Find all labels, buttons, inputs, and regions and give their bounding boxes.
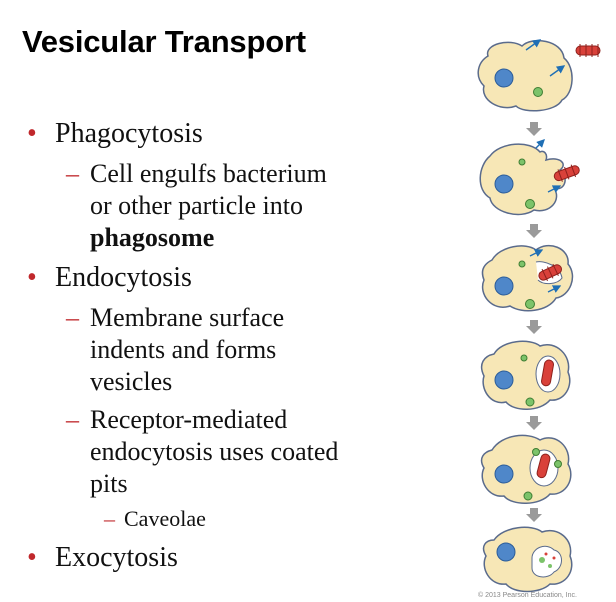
sub-bullet-line: Membrane surface bbox=[90, 303, 285, 332]
sub-bullet-line: pits bbox=[90, 469, 128, 498]
bacterium-icon bbox=[553, 164, 580, 182]
nucleus-icon bbox=[494, 370, 514, 390]
sub-sub-bullet-caveolae: –Caveolae bbox=[104, 505, 206, 533]
sub-bullet-line: or other particle into bbox=[90, 191, 303, 220]
down-arrow-icon bbox=[526, 122, 542, 136]
vesicle-icon bbox=[518, 158, 526, 166]
dash-icon: – bbox=[66, 405, 79, 434]
sub-bullet-line: vesicles bbox=[90, 367, 173, 396]
bullet-label: Exocytosis bbox=[55, 542, 178, 573]
vesicle-icon bbox=[525, 199, 535, 209]
sub-bullet-receptor: – Receptor-mediated bbox=[66, 404, 287, 436]
cell-stage-4 bbox=[480, 340, 571, 410]
vesicle-icon bbox=[525, 397, 535, 407]
bullet-dot-icon: • bbox=[27, 262, 37, 293]
sub-bullet-line: Receptor-mediated bbox=[90, 405, 288, 434]
bullet-label: Phagocytosis bbox=[55, 118, 203, 149]
nucleus-icon bbox=[496, 542, 516, 562]
bullet-endocytosis: • Endocytosis bbox=[27, 262, 192, 294]
sub-bullet-line: endocytosis uses coated bbox=[90, 437, 339, 466]
bullet-label: Endocytosis bbox=[55, 262, 192, 293]
sub-bullet-line: Cell engulfs bacterium bbox=[90, 159, 327, 188]
bullet-phagocytosis: • Phagocytosis bbox=[27, 118, 203, 150]
cell-stage-3 bbox=[481, 244, 574, 312]
residual-body-icon bbox=[531, 545, 562, 578]
bullet-list: • Phagocytosis – Cell engulfs bacterium o… bbox=[27, 118, 339, 574]
bullet-exocytosis: • Exocytosis bbox=[27, 542, 178, 574]
bullet-dot-icon: • bbox=[27, 542, 37, 573]
cell-stage-2 bbox=[479, 139, 580, 216]
nucleus-icon bbox=[494, 174, 514, 194]
bullet-dot-icon: • bbox=[27, 118, 37, 149]
sub-sub-bullet-label: Caveolae bbox=[124, 506, 206, 531]
down-arrow-icon bbox=[526, 508, 542, 522]
cell-stage-6 bbox=[482, 526, 573, 593]
phagocytosis-diagram bbox=[477, 39, 601, 593]
sub-bullet-phagocytosis-desc: – Cell engulfs bacterium bbox=[66, 158, 327, 190]
cell-stage-1 bbox=[477, 39, 601, 112]
sub-bullet-line: indents and forms bbox=[90, 335, 277, 364]
vesicle-icon bbox=[532, 448, 540, 456]
dash-icon: – bbox=[66, 303, 79, 332]
dash-icon: – bbox=[104, 506, 115, 531]
vesicle-icon bbox=[554, 460, 562, 468]
down-arrow-icon bbox=[526, 224, 542, 238]
nucleus-icon bbox=[494, 276, 514, 296]
nucleus-icon bbox=[494, 68, 514, 88]
vesicle-icon bbox=[518, 260, 526, 268]
down-arrow-icon bbox=[526, 320, 542, 334]
dash-icon: – bbox=[66, 159, 79, 188]
vesicle-icon bbox=[525, 299, 535, 309]
bacterium-icon bbox=[538, 263, 563, 282]
slide-title: Vesicular Transport bbox=[22, 24, 306, 59]
vesicle-icon bbox=[523, 491, 533, 501]
copyright-credit: © 2013 Pearson Education, Inc. bbox=[478, 592, 577, 599]
vesicle-icon bbox=[520, 354, 528, 362]
phagosome-term: phagosome bbox=[90, 223, 215, 252]
down-arrow-icon bbox=[526, 416, 542, 430]
bacterium-icon bbox=[575, 44, 601, 57]
sub-bullet-membrane: – Membrane surface bbox=[66, 302, 284, 334]
nucleus-icon bbox=[494, 464, 514, 484]
cell-stage-5 bbox=[480, 434, 572, 504]
vesicle-icon bbox=[533, 87, 543, 97]
